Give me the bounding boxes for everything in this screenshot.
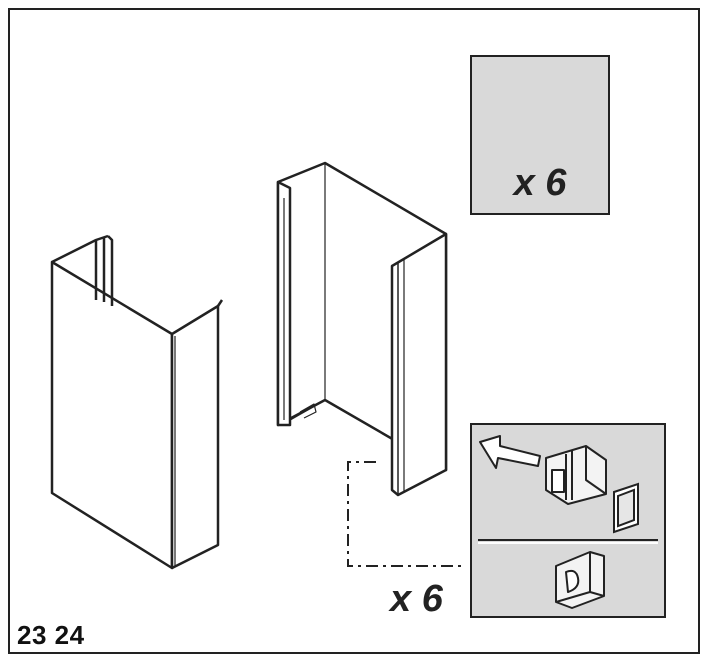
middle-chimney-panel: [276, 161, 448, 497]
clip-installation-box: [470, 423, 666, 618]
figure-numbers: 23 24: [17, 620, 85, 650]
leader-line: [347, 461, 462, 567]
diagram-frame: [8, 8, 700, 654]
left-chimney-panel: [50, 234, 224, 570]
clip-quantity-box: x 6: [470, 55, 610, 215]
clip-quantity: x 6: [513, 162, 567, 204]
clip-quantity-bottom: x 6: [390, 578, 443, 620]
